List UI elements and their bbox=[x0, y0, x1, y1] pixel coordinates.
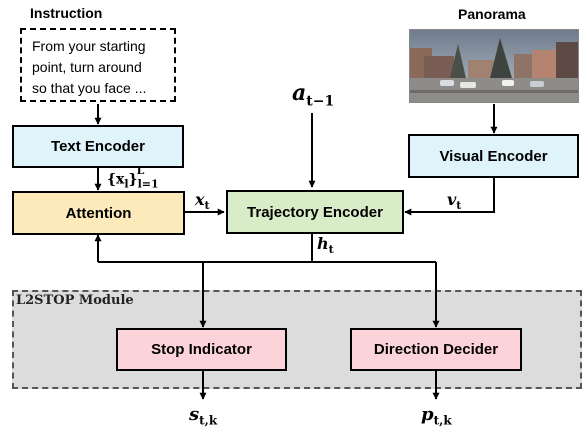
text-encoder-box: Text Encoder bbox=[12, 125, 184, 168]
symbol-h-t: ht bbox=[317, 234, 334, 257]
symbol-p-tk: pt,k bbox=[421, 404, 452, 428]
visual-encoder-box: Visual Encoder bbox=[408, 134, 579, 178]
panorama-title: Panorama bbox=[458, 6, 526, 22]
panorama-image bbox=[409, 29, 579, 103]
symbol-x-set: {xl}l=1L bbox=[107, 164, 159, 191]
stop-indicator-box: Stop Indicator bbox=[116, 328, 287, 371]
instruction-line: point, turn around bbox=[32, 59, 142, 75]
attention-box: Attention bbox=[12, 191, 185, 235]
instruction-line: From your starting bbox=[32, 38, 146, 54]
trajectory-encoder-box: Trajectory Encoder bbox=[226, 190, 404, 234]
module-title: L2STOP Module bbox=[16, 293, 134, 308]
symbol-x-t: xt bbox=[195, 190, 210, 213]
symbol-a-prev: at−1 bbox=[292, 80, 335, 110]
symbol-s-tk: st,k bbox=[189, 404, 218, 428]
symbol-v-t: vt bbox=[447, 190, 462, 213]
arrow-visual-to-trajectory bbox=[404, 177, 495, 216]
instruction-line: so that you face ... bbox=[32, 80, 147, 96]
direction-decider-box: Direction Decider bbox=[350, 328, 522, 371]
instruction-box: From your starting point, turn around so… bbox=[20, 28, 176, 102]
instruction-title: Instruction bbox=[30, 5, 103, 21]
